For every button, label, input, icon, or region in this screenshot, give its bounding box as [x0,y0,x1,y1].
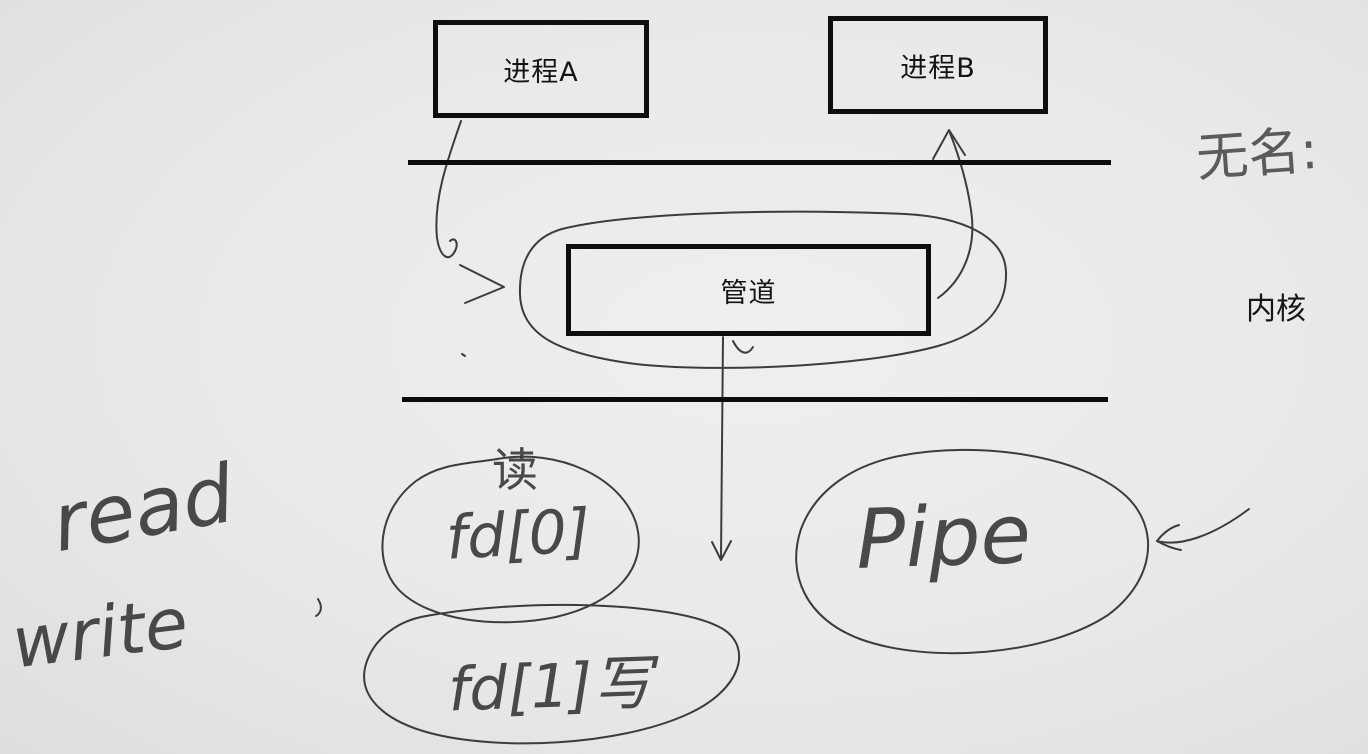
kernel-boundary-line-bottom [402,397,1108,402]
arrow-a-to-pipe-head [459,264,505,304]
left-arrow-stroke [1156,508,1250,544]
stray-comma-mark [315,598,322,617]
stray-dot-mark [461,353,466,357]
pipe-box-label: 管道 [720,277,777,309]
read-cn-handwriting: 读 [492,443,538,497]
kernel-boundary-line-top [408,160,1111,165]
pipe-enclosure-loop [518,210,1008,369]
fd0-blob [381,455,640,624]
arrow-a-to-pipe-stroke [435,120,462,259]
pipe-box: 管道 [566,244,931,336]
arrow-pipe-to-b-head [932,129,966,160]
arrow-pipe-to-b-stroke [937,132,974,299]
unnamed-handwriting: 无名: [1194,120,1320,190]
arrow-pipe-down-stroke [720,336,724,558]
pipe-handwriting: Pipe [854,486,1033,589]
pipe-blob [795,448,1149,655]
process-b-label: 进程B [900,52,976,84]
pipe-bottom-tick [732,340,754,354]
kernel-label: 内核 [1246,292,1306,327]
process-a-label: 进程A [503,56,579,88]
fd1-blob [363,603,741,745]
fd1-write-handwriting: fd[1]写 [447,648,654,726]
process-a-box: 进程A [433,20,649,118]
left-arrow-head-top [1156,524,1180,542]
left-arrow-head-bottom [1156,540,1182,551]
process-b-box: 进程B [828,16,1048,114]
fd0-handwriting: fd[0] [444,496,592,574]
arrow-pipe-down-head [711,540,732,561]
